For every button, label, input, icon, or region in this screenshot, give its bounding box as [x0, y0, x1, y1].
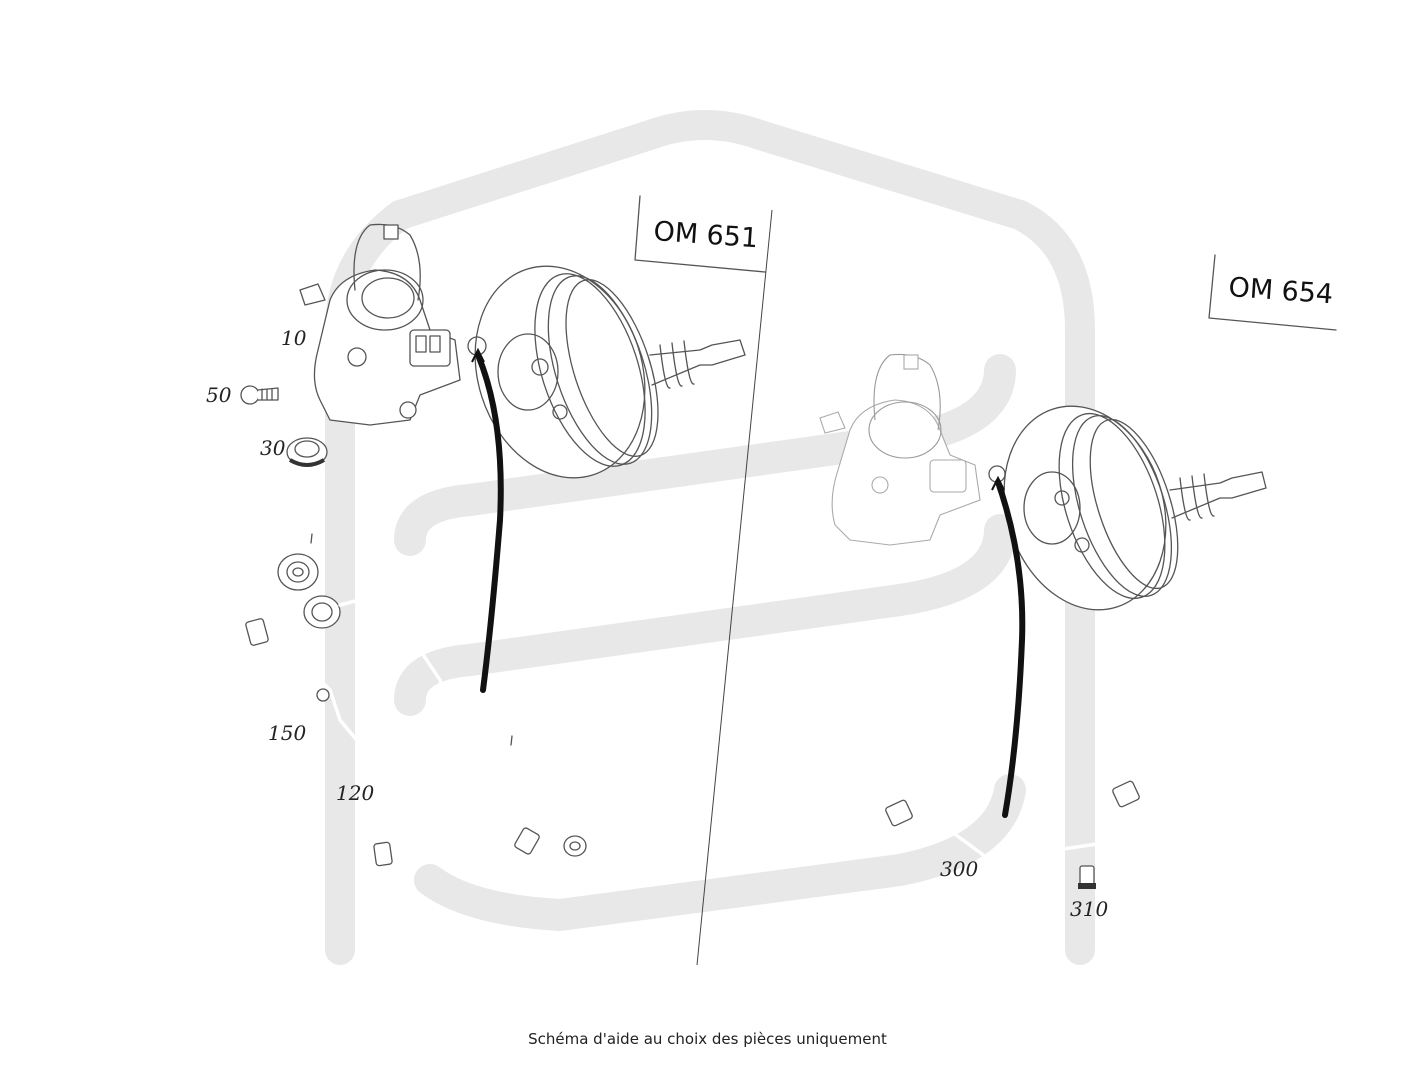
diagram-caption: Schéma d'aide au choix des pièces unique… [528, 1030, 887, 1048]
engine-label-om654[interactable]: OM 654 [1208, 254, 1337, 331]
vacuum-pump-10[interactable] [299, 223, 461, 426]
callout-10[interactable]: 10 [281, 326, 307, 350]
section-divider [696, 209, 773, 966]
callout-50[interactable]: 50 [206, 383, 232, 407]
callout-300[interactable]: 300 [940, 857, 978, 881]
vacuum-line-120[interactable] [238, 602, 393, 867]
vacuum-line-long[interactable] [338, 590, 547, 882]
seal-ring-30[interactable] [286, 437, 328, 467]
brake-booster-om651[interactable] [449, 244, 746, 500]
grommet-upper[interactable] [277, 553, 319, 591]
vacuum-hose-om654[interactable] [995, 479, 1026, 818]
engine-label-om651-text: OM 651 [653, 216, 760, 254]
callout-120[interactable]: 120 [336, 781, 374, 805]
washer[interactable] [563, 835, 587, 857]
callout-150[interactable]: 150 [268, 721, 306, 745]
connector-310[interactable] [1078, 865, 1096, 889]
engine-label-om654-text: OM 654 [1228, 272, 1335, 310]
grommet-lower[interactable] [303, 595, 341, 629]
vacuum-hose-om651[interactable] [475, 352, 504, 693]
callout-30[interactable]: 30 [260, 436, 286, 460]
screw-50[interactable] [240, 385, 279, 405]
vacuum-line-300[interactable] [885, 780, 1140, 862]
callout-310[interactable]: 310 [1070, 897, 1108, 921]
engine-label-om651[interactable]: OM 651 [634, 195, 766, 273]
vacuum-pump-om654-ghost [819, 353, 981, 546]
brake-booster-om654[interactable] [979, 385, 1267, 631]
